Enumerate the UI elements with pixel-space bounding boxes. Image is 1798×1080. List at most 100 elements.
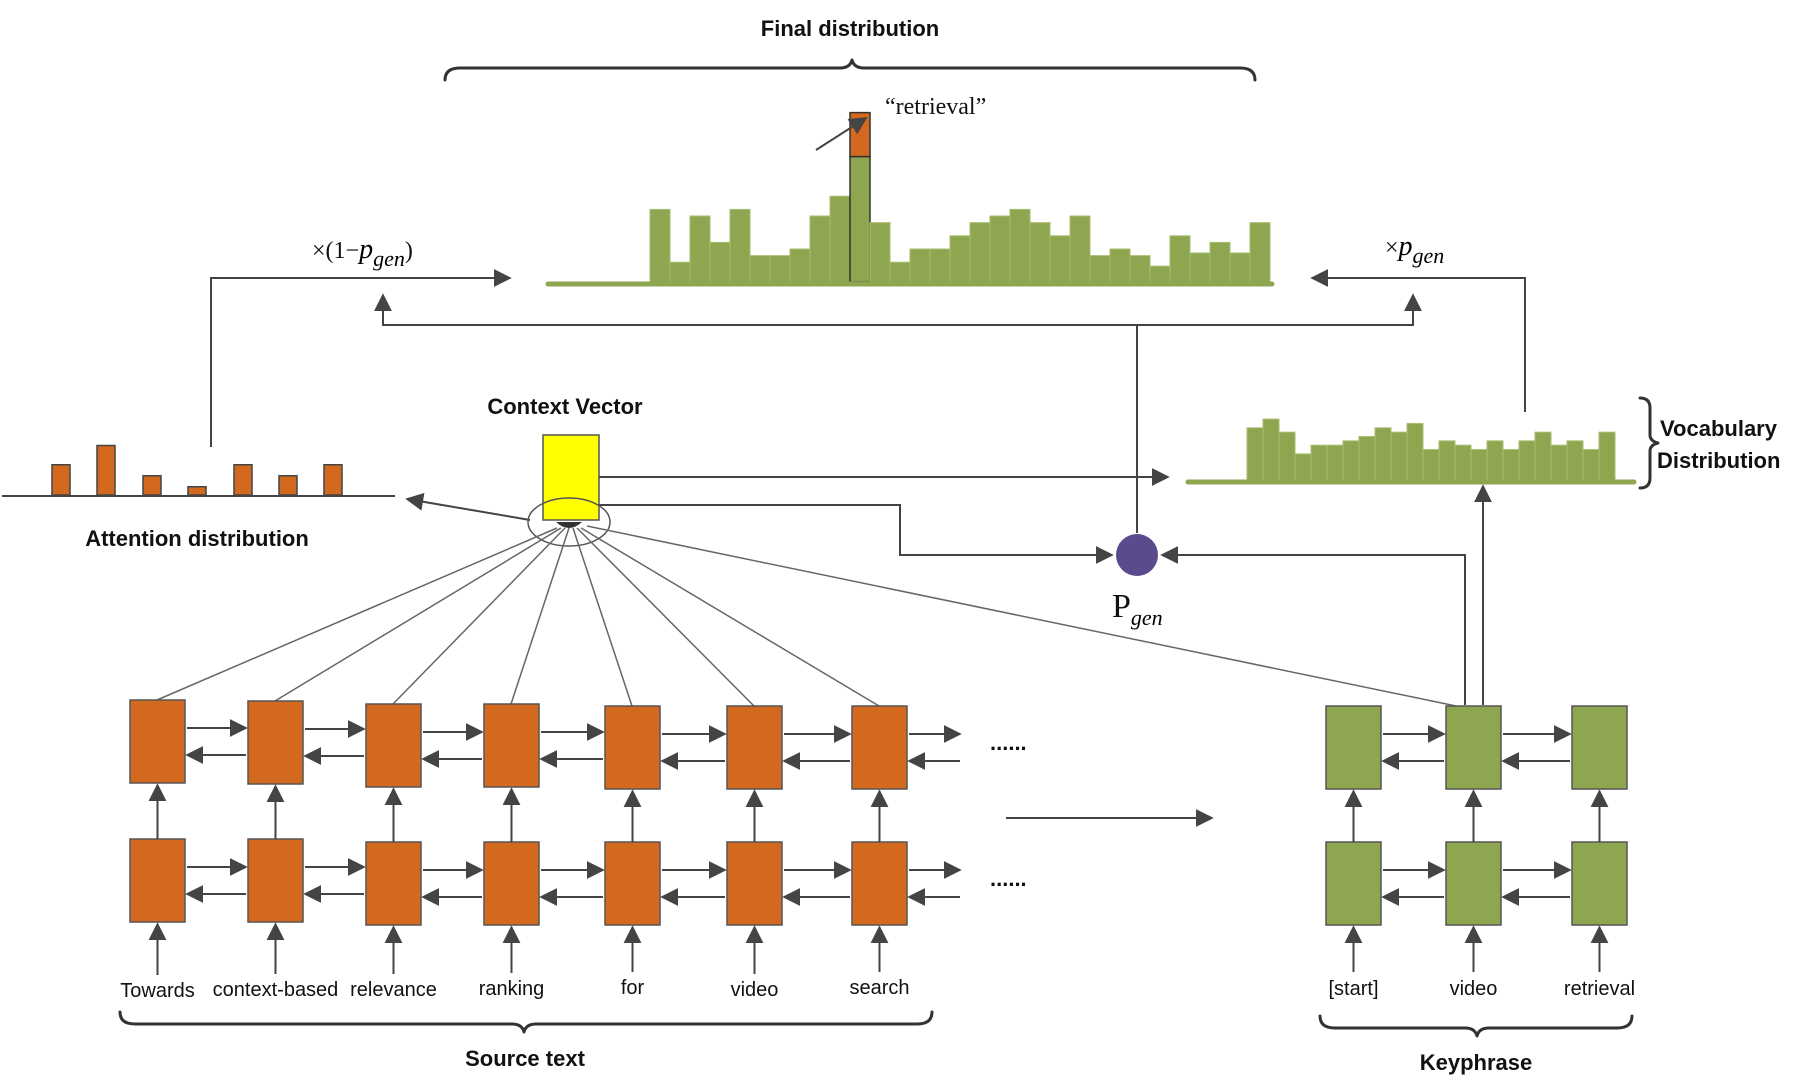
attention-histogram (51, 444, 343, 496)
final-bar (669, 261, 691, 283)
vocabulary-brace (1638, 396, 1660, 490)
encoder-token-label: ranking (479, 978, 545, 1000)
attention-line (580, 527, 880, 707)
vocab-bar (1422, 449, 1440, 481)
vocab-bar (1246, 427, 1264, 481)
final-bar (869, 222, 891, 283)
decoder-cell (1325, 705, 1382, 790)
attention-line (510, 527, 570, 705)
vocab-bar (1438, 440, 1456, 481)
final-bar (1149, 265, 1171, 283)
final-bar (1209, 241, 1231, 283)
encoder-ellipsis-top: ...... (990, 730, 1027, 755)
final-bar (809, 215, 831, 283)
keyphrase-brace (1318, 1014, 1634, 1038)
final-bar (1029, 222, 1051, 283)
final-bar (689, 215, 711, 283)
attention-hub (527, 497, 611, 547)
encoder-cell (851, 705, 908, 790)
decoder-attention-line (586, 525, 1457, 707)
final-bar (1089, 255, 1111, 283)
keyphrase-label: Keyphrase (1420, 1050, 1533, 1075)
attention-connection-lines (156, 525, 1457, 707)
pgen-node (1116, 534, 1158, 576)
retrieval-pointer-arrow (815, 117, 868, 151)
final-bar (1049, 235, 1071, 283)
vocab-bar (1566, 440, 1584, 481)
decoder-token-label: retrieval (1564, 978, 1635, 1000)
final-bar (1109, 248, 1131, 283)
attention-line (392, 527, 566, 705)
decoder-bilstm: [start] video retrieval (1325, 705, 1635, 1000)
pgen-label: Pgen (1112, 588, 1163, 630)
attention-bar (323, 464, 343, 496)
vocab-bar (1342, 440, 1360, 481)
attention-line (572, 527, 633, 707)
source-text-brace (118, 1010, 934, 1034)
final-bar (649, 208, 671, 283)
vocabulary-histogram (1246, 418, 1616, 481)
vocab-bar (1582, 449, 1600, 481)
encoder-token-label: search (849, 977, 909, 999)
decoder-to-pgen-arrow (1160, 546, 1466, 705)
final-bar (729, 208, 751, 283)
final-bar (1189, 252, 1211, 283)
encoder-cell (247, 838, 304, 923)
final-bar (989, 215, 1011, 283)
attention-line (274, 527, 562, 702)
vocab-bar (1326, 444, 1344, 481)
encoder-cell (726, 841, 783, 926)
final-bar (829, 195, 851, 283)
final-distribution-histogram (649, 111, 1271, 283)
encoder-cell (604, 841, 661, 926)
final-distribution-title: Final distribution (761, 16, 939, 41)
context-vector-box (542, 434, 600, 521)
vocab-bar (1534, 431, 1552, 481)
encoder-token-label: for (621, 977, 645, 999)
attention-distribution-label: Attention distribution (85, 526, 309, 551)
final-bar (909, 248, 931, 283)
vocab-bar (1550, 444, 1568, 481)
encoder-cell (851, 841, 908, 926)
vocab-bar (1278, 431, 1296, 481)
encoder-cell (726, 705, 783, 790)
final-distribution-brace (443, 58, 1257, 82)
attention-line (576, 527, 755, 707)
vocab-bar (1502, 449, 1520, 481)
one-minus-pgen-label: ×(1−pgen) (312, 234, 413, 271)
final-bar (1129, 255, 1151, 283)
decoder-cell (1445, 705, 1502, 790)
encoder-cell (129, 699, 186, 784)
vocab-bar (1518, 440, 1536, 481)
vocab-bar (1470, 449, 1488, 481)
decoder-token-label: [start] (1328, 978, 1378, 1000)
attention-bar (96, 444, 116, 496)
final-bar (849, 155, 871, 283)
encoder-cell (483, 841, 540, 926)
source-text-label: Source text (465, 1046, 585, 1071)
attention-line (156, 527, 558, 701)
vocab-bar (1358, 436, 1376, 481)
context-to-pgen-arrow (599, 504, 1114, 564)
context-to-attention-arrow (405, 492, 531, 521)
decoder-cell (1571, 705, 1628, 790)
vocabulary-label-line2: Distribution (1657, 448, 1780, 473)
vocab-bar (1294, 453, 1312, 481)
decoder-cell (1445, 841, 1502, 926)
final-bar (769, 255, 791, 283)
final-bar (1009, 208, 1031, 283)
decoder-token-label: video (1450, 978, 1498, 1000)
final-bar (1229, 252, 1251, 283)
final-bar (749, 255, 771, 283)
encoder-token-label: video (731, 979, 779, 1001)
vocab-to-final-arrow (1310, 269, 1526, 412)
vocab-bar (1374, 427, 1392, 481)
attention-hub-fan (556, 522, 582, 528)
final-bar (929, 248, 951, 283)
vocabulary-label-line1: Vocabulary (1660, 416, 1778, 441)
encoder-cell (483, 703, 540, 788)
encoder-token-label: Towards (120, 980, 194, 1002)
final-bar (709, 241, 731, 283)
final-bar-copy-portion (849, 111, 871, 158)
